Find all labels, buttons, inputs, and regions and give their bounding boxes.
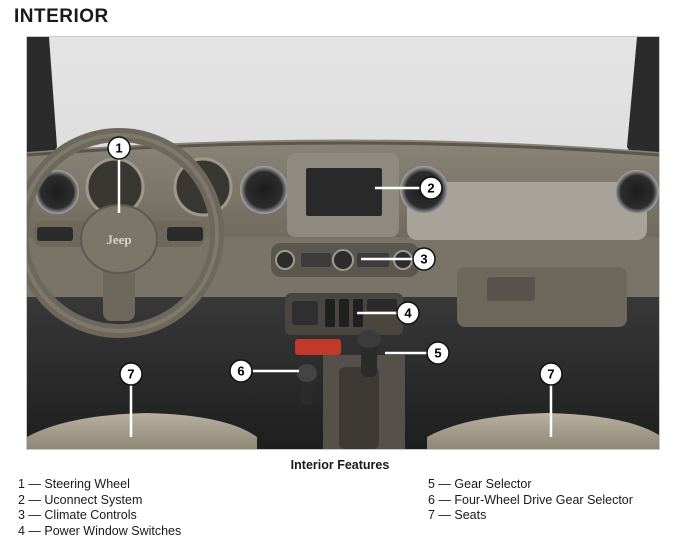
callout-7-driver: 7 <box>119 362 143 386</box>
glove-box <box>457 267 627 327</box>
legend-item: 1 — Steering Wheel <box>18 477 130 491</box>
legend-item: 3 — Climate Controls <box>18 508 137 522</box>
svg-text:7: 7 <box>127 367 134 382</box>
legend-right: 5 — Gear Selector 6 — Four-Wheel Drive G… <box>428 477 633 524</box>
transfer-case-shape <box>301 375 313 405</box>
right-vent <box>615 170 659 214</box>
svg-text:Jeep: Jeep <box>106 232 131 247</box>
callout-4: 4 <box>396 301 420 325</box>
center-left-vent <box>240 166 288 214</box>
left-vent <box>35 170 79 214</box>
svg-text:2: 2 <box>427 181 434 196</box>
svg-text:5: 5 <box>434 346 441 361</box>
callout-3: 3 <box>412 247 436 271</box>
callout-7-passenger: 7 <box>539 362 563 386</box>
svg-text:3: 3 <box>420 252 427 267</box>
svg-text:4: 4 <box>404 306 412 321</box>
passenger-seat <box>427 413 659 449</box>
red-switch-bank <box>295 339 341 355</box>
legend-item: 6 — Four-Wheel Drive Gear Selector <box>428 492 633 507</box>
page-title: INTERIOR <box>14 6 109 27</box>
figure-caption: Interior Features <box>290 458 390 472</box>
legend-item: 5 — Gear Selector <box>428 477 532 491</box>
callout-1: 1 <box>107 136 131 160</box>
callout-2: 2 <box>419 176 443 200</box>
callout-5: 5 <box>426 341 450 365</box>
uconnect-screen <box>306 168 382 216</box>
legend-item: 2 — Uconnect System <box>18 492 143 507</box>
callout-6: 6 <box>229 359 253 383</box>
legend-item: 7 — Seats <box>428 508 487 522</box>
interior-illustration: Jeep 1 2 3 4 <box>27 37 659 449</box>
svg-text:6: 6 <box>237 364 244 379</box>
legend-item: 4 — Power Window Switches <box>18 523 182 538</box>
interior-photo: Jeep 1 2 3 4 <box>26 36 660 450</box>
driver-seat <box>27 413 257 449</box>
svg-text:7: 7 <box>547 367 554 382</box>
svg-text:1: 1 <box>115 141 122 156</box>
legend-left: 1 — Steering Wheel 2 — Uconnect System 3… <box>18 477 181 539</box>
passenger-dash-panel <box>407 182 647 240</box>
